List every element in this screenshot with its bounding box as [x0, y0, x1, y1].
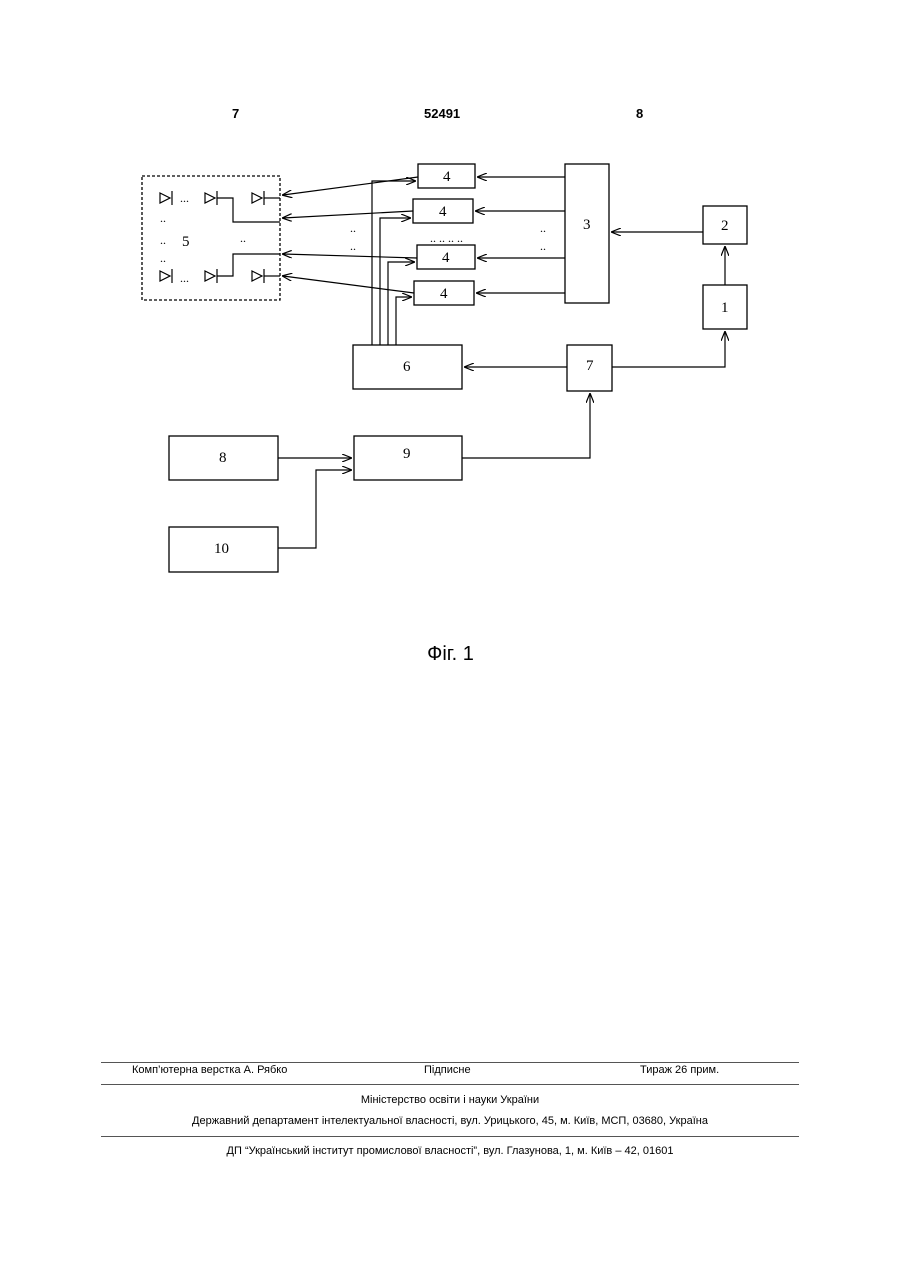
footer-ministry: Міністерство освіти і науки України	[101, 1094, 799, 1106]
block-4c-label: 4	[442, 250, 450, 266]
footer-rule-middle	[101, 1084, 799, 1085]
block-4a-label: 4	[443, 169, 451, 185]
footer-rule-top	[101, 1062, 799, 1063]
block-3	[565, 164, 609, 303]
svg-text:..: ..	[350, 221, 356, 235]
block-diagram: ... ... .. .. .. .. .. .. .. .. .. .. ..…	[0, 0, 901, 640]
footer-department: Державний департамент інтелектуальної вл…	[101, 1115, 799, 1127]
footer-signed: Підписне	[424, 1064, 471, 1076]
footer-circulation: Тираж 26 прим.	[640, 1064, 719, 1076]
svg-text:..: ..	[350, 239, 356, 253]
block-5-label: 5	[182, 234, 190, 250]
svg-text:.. .. .. ..: .. .. .. ..	[430, 231, 463, 245]
block-6-label: 6	[403, 359, 411, 375]
svg-text:..: ..	[160, 233, 166, 247]
figure-caption: Фіг. 1	[0, 643, 901, 666]
block-4d-label: 4	[440, 286, 448, 302]
svg-text:..: ..	[160, 251, 166, 265]
svg-text:..: ..	[540, 221, 546, 235]
footer-rule-bottom	[101, 1136, 799, 1137]
block-3-label: 3	[583, 217, 591, 233]
block-7-label: 7	[586, 358, 594, 374]
block-4b-label: 4	[439, 204, 447, 220]
svg-text:..: ..	[160, 211, 166, 225]
svg-text:...: ...	[180, 191, 189, 205]
block-1-label: 1	[721, 300, 729, 316]
footer-institute: ДП “Український інститут промислової вла…	[101, 1145, 799, 1157]
block-9-label: 9	[403, 446, 411, 462]
svg-text:..: ..	[540, 239, 546, 253]
svg-text:...: ...	[180, 271, 189, 285]
svg-text:..: ..	[240, 231, 246, 245]
block-2-label: 2	[721, 218, 729, 234]
footer-typesetting: Комп’ютерна верстка А. Рябко	[132, 1064, 287, 1076]
block-10-label: 10	[214, 541, 229, 557]
block-8-label: 8	[219, 450, 227, 466]
